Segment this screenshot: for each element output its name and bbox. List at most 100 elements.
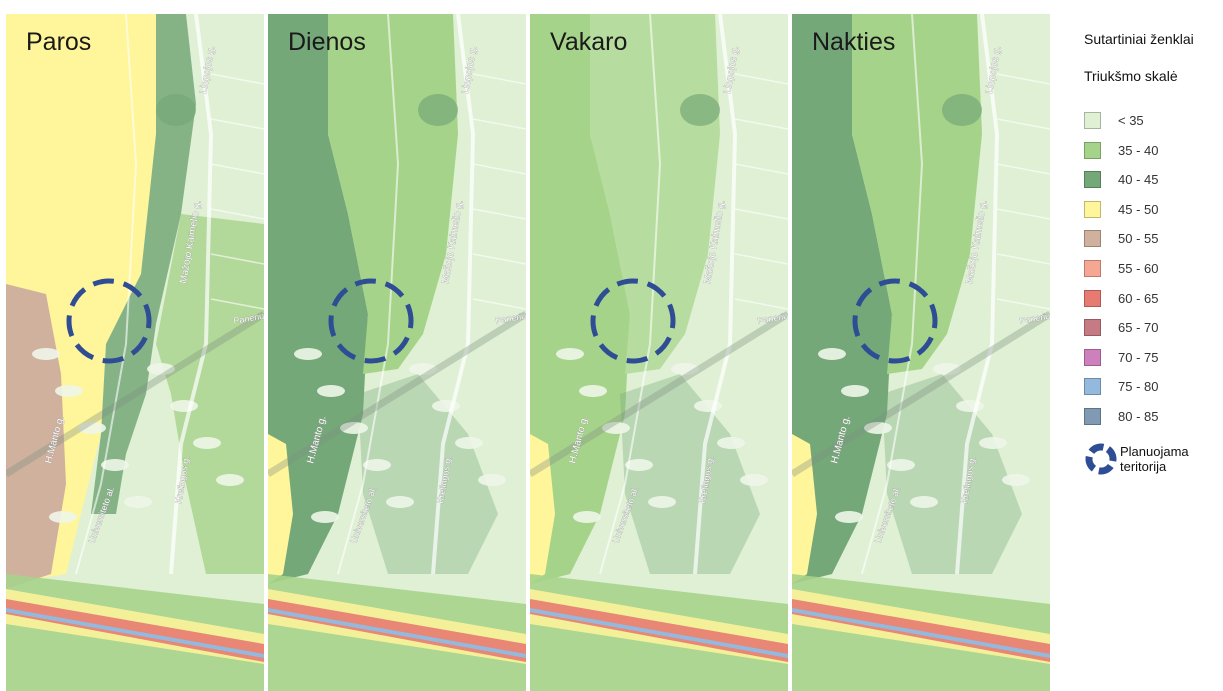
railway-line — [6, 311, 264, 477]
pond — [418, 94, 458, 126]
quiet-patch — [340, 422, 368, 434]
legend-swatch — [1084, 200, 1101, 218]
map-panel-paros: Liepojos g.Mažojo Kaimelio g.H.Manto g.K… — [6, 14, 264, 691]
noise-zone-40-45 — [358, 374, 498, 574]
road-secondary — [861, 14, 924, 575]
noise-zone-50-55 — [6, 284, 66, 589]
legend-label: 75 - 80 — [1118, 379, 1159, 395]
quiet-patch — [979, 437, 1007, 449]
legend-swatch — [1084, 378, 1101, 396]
panel-title-dienos: Dienos — [288, 28, 366, 56]
street-line — [734, 208, 788, 220]
quiet-patch — [193, 437, 221, 449]
street-line — [996, 253, 1050, 265]
legend-swatch — [1084, 289, 1101, 307]
legend-label: 65 - 70 — [1118, 320, 1159, 336]
legend-swatch — [1084, 319, 1101, 337]
quiet-patch — [579, 385, 607, 397]
quiet-patch — [910, 496, 938, 508]
street-line — [996, 163, 1050, 175]
legend-swatch — [1084, 348, 1101, 366]
quiet-patch — [311, 511, 339, 523]
road-liepojos — [955, 14, 1000, 575]
quiet-patch — [124, 496, 152, 508]
street-line — [210, 73, 264, 85]
legend-label: < 35 — [1118, 113, 1144, 128]
quiet-patch — [78, 422, 106, 434]
legend-label: 70 - 75 — [1118, 349, 1159, 365]
map-panel-dienos: Liepojos g.Mažojo Kaimelio g.H.Manto g.K… — [268, 14, 526, 691]
street-line — [472, 118, 526, 130]
planned-territory-circle — [66, 278, 152, 364]
quiet-patch — [573, 511, 601, 523]
map-panel-vakaro: Liepojos g.Mažojo Kaimelio g.H.Manto g.K… — [530, 14, 788, 691]
planned-territory-circle — [852, 278, 938, 364]
quiet-patch — [740, 474, 768, 486]
legend-swatch — [1084, 141, 1101, 159]
street-line — [210, 253, 264, 265]
railway-line — [530, 311, 788, 477]
quiet-patch — [671, 363, 699, 375]
railway-line — [268, 311, 526, 477]
noise-zone-40-45 — [792, 14, 892, 584]
quiet-patch — [409, 363, 437, 375]
road-secondary — [75, 14, 138, 575]
legend-label: 50 - 55 — [1118, 231, 1159, 247]
quiet-patch — [956, 400, 984, 412]
quiet-patch — [294, 348, 322, 360]
planned-territory-label: Planuojama teritorija — [1120, 444, 1210, 474]
panel-title-vakaro: Vakaro — [550, 28, 628, 56]
quiet-patch — [216, 474, 244, 486]
quiet-patch — [933, 363, 961, 375]
highway-line — [792, 608, 1050, 658]
street-line — [210, 208, 264, 220]
legend-subtitle: Triukšmo skalė — [1084, 68, 1178, 84]
street-line — [996, 208, 1050, 220]
quiet-patch — [478, 474, 506, 486]
road-liepojos — [693, 14, 738, 575]
quiet-patch — [55, 385, 83, 397]
street-line — [210, 298, 264, 310]
street-line — [472, 208, 526, 220]
quiet-patch — [147, 363, 175, 375]
quiet-patch — [717, 437, 745, 449]
street-line — [734, 253, 788, 265]
street-line — [734, 118, 788, 130]
street-line — [996, 73, 1050, 85]
legend-swatch — [1084, 260, 1101, 277]
railway-line — [792, 311, 1050, 477]
street-line — [734, 73, 788, 85]
highway-line — [6, 608, 264, 658]
noise-zone-40-45 — [530, 14, 630, 584]
legend-label: 60 - 65 — [1118, 290, 1159, 306]
planned-territory-circle — [328, 278, 414, 364]
legend-label: 80 - 85 — [1118, 409, 1159, 424]
quiet-patch — [455, 437, 483, 449]
quiet-patch — [864, 422, 892, 434]
street-line — [734, 163, 788, 175]
quiet-patch — [818, 348, 846, 360]
quiet-patch — [648, 496, 676, 508]
street-line — [472, 163, 526, 175]
quiet-patch — [170, 400, 198, 412]
quiet-patch — [432, 400, 460, 412]
highway-line — [268, 608, 526, 658]
street-line — [472, 253, 526, 265]
noise-zone-45-50 — [530, 434, 555, 584]
planned-territory-icon — [1085, 443, 1117, 475]
pond — [156, 94, 196, 126]
panel-title-nakties: Nakties — [812, 28, 896, 56]
street-line — [472, 73, 526, 85]
highway-line — [530, 608, 788, 658]
planned-territory-circle — [590, 278, 676, 364]
quiet-patch — [887, 459, 915, 471]
quiet-patch — [317, 385, 345, 397]
legend-label: 45 - 50 — [1118, 201, 1159, 217]
noise-zone-40-45 — [620, 374, 760, 574]
road-liepojos — [169, 14, 214, 575]
quiet-patch — [694, 400, 722, 412]
quiet-patch — [32, 348, 60, 360]
noise-map-dienos: Liepojos g.Mažojo Kaimelio g.H.Manto g.K… — [268, 14, 526, 691]
noise-zone-45-50 — [268, 434, 293, 584]
